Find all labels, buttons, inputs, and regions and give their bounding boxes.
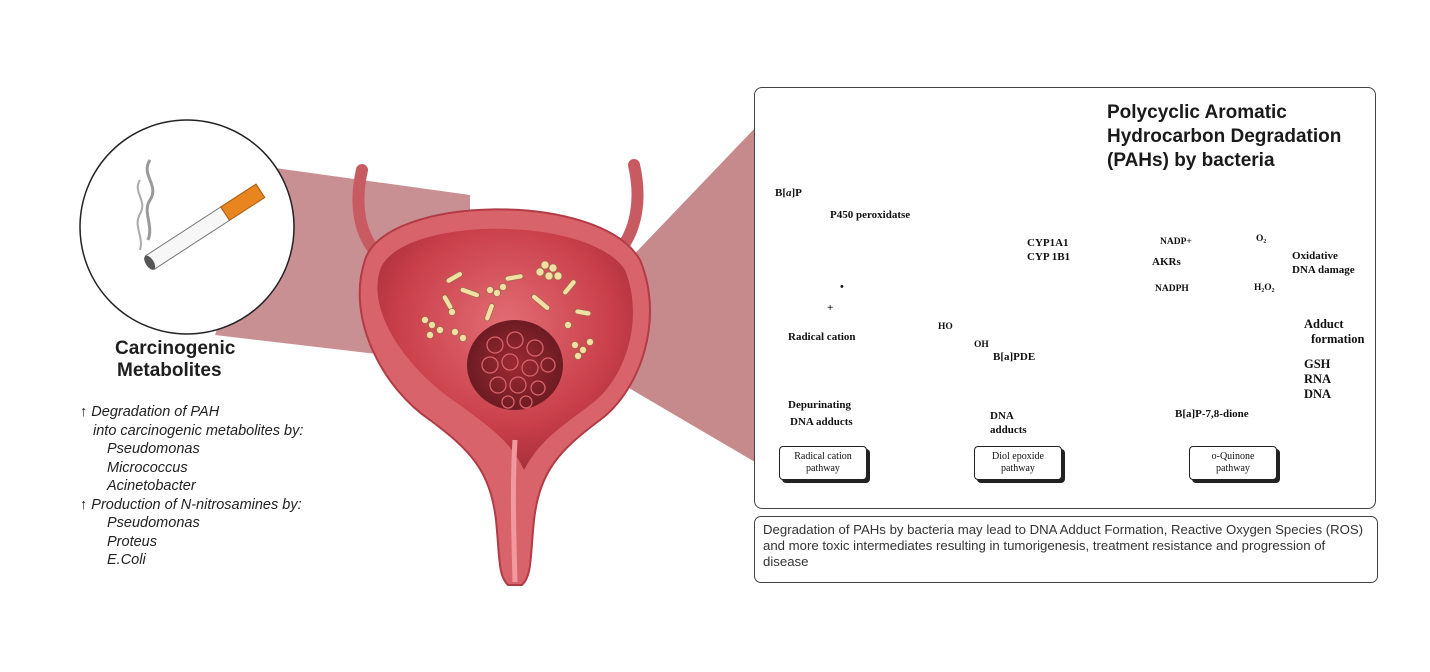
ho-label: HO: [938, 322, 953, 332]
adduct-label-1: Adduct: [1304, 317, 1344, 331]
list-item: Pseudomonas: [107, 515, 200, 531]
dna-adducts-label-1: DNA: [990, 410, 1014, 422]
list-item: into carcinogenic metabolites by:: [93, 422, 304, 439]
smoke-icon: [136, 159, 155, 251]
bapde-label: B[a]PDE: [993, 351, 1036, 363]
list-item: E.Coli: [107, 552, 146, 568]
cigarette-icon: [144, 183, 266, 271]
bladder-illustration: [352, 159, 651, 586]
list-item: Acinetobacter: [107, 478, 196, 494]
radical-dot: •: [840, 281, 844, 293]
list-item: Proteus: [107, 533, 157, 550]
pathway-line2: pathway: [806, 463, 840, 474]
list-item: ↑ Degradation of PAH: [80, 404, 220, 420]
depurinating-label-2: DNA adducts: [790, 416, 853, 428]
summary-note: Degradation of PAHs by bacteria may lead…: [754, 516, 1378, 583]
pathway-line2: pathway: [1001, 463, 1035, 474]
list-item: Micrococcus: [107, 459, 188, 476]
o2-label: O₂: [1256, 234, 1267, 244]
dione-label: B[a]P-7,8-dione: [1175, 408, 1249, 420]
cyp1a1-label: CYP1A1: [1027, 237, 1069, 249]
dna-label: DNA: [1304, 387, 1332, 401]
cigarette-circle: [79, 119, 295, 335]
p450-label: P450 peroxidatse: [830, 209, 911, 221]
carcinogenic-title: Carcinogenic Metabolites: [115, 338, 235, 382]
radical-plus: +: [827, 302, 834, 314]
gsh-label: GSH: [1304, 357, 1331, 371]
pah-panel: [754, 87, 1376, 509]
cyp1b1-label: CYP 1B1: [1027, 251, 1071, 263]
bacteria-cluster-icon: [421, 260, 594, 360]
panel-title-line2: Hydrocarbon Degradation: [1107, 126, 1342, 147]
depurinating-label-1: Depurinating: [788, 399, 851, 411]
adduct-label-2: formation: [1311, 332, 1365, 346]
list-item: ↑ Production of N-nitrosamines by:: [80, 496, 302, 513]
pathway-line1: o-Quinone: [1211, 451, 1255, 462]
panel-title: Polycyclic Aromatic Hydrocarbon Degradat…: [1107, 101, 1341, 173]
rna-label: RNA: [1304, 372, 1332, 386]
list-item: Pseudomonas: [107, 441, 200, 457]
pathway-line1: Radical cation: [794, 451, 852, 462]
panel-title-line1: Polycyclic Aromatic: [1107, 102, 1287, 123]
h2o2-label: H₂O₂: [1254, 283, 1275, 293]
dna-adducts-label-2: adducts: [990, 424, 1027, 436]
nadph-label: NADPH: [1155, 284, 1189, 294]
nadp-plus-label: NADP+: [1160, 237, 1192, 247]
tumor-icon: [467, 320, 563, 410]
pathway-line2: pathway: [1216, 463, 1250, 474]
bacteria-list: ↑ Degradation of PAH into carcinogenic m…: [80, 403, 303, 570]
oxidative-label-2: DNA damage: [1292, 264, 1355, 276]
carcinogenic-title-line2: Metabolites: [117, 360, 222, 381]
radical-cation-label: Radical cation: [788, 331, 856, 343]
oh-label: OH: [974, 340, 989, 350]
oxidative-label-1: Oxidative: [1292, 250, 1338, 262]
panel-title-line3: (PAHs) by bacteria: [1107, 150, 1275, 171]
bap-label: B[a]P: [775, 187, 802, 199]
pathway-line1: Diol epoxide: [992, 451, 1044, 462]
carcinogenic-title-line1: Carcinogenic: [115, 338, 236, 359]
akrs-label: AKRs: [1152, 256, 1181, 268]
